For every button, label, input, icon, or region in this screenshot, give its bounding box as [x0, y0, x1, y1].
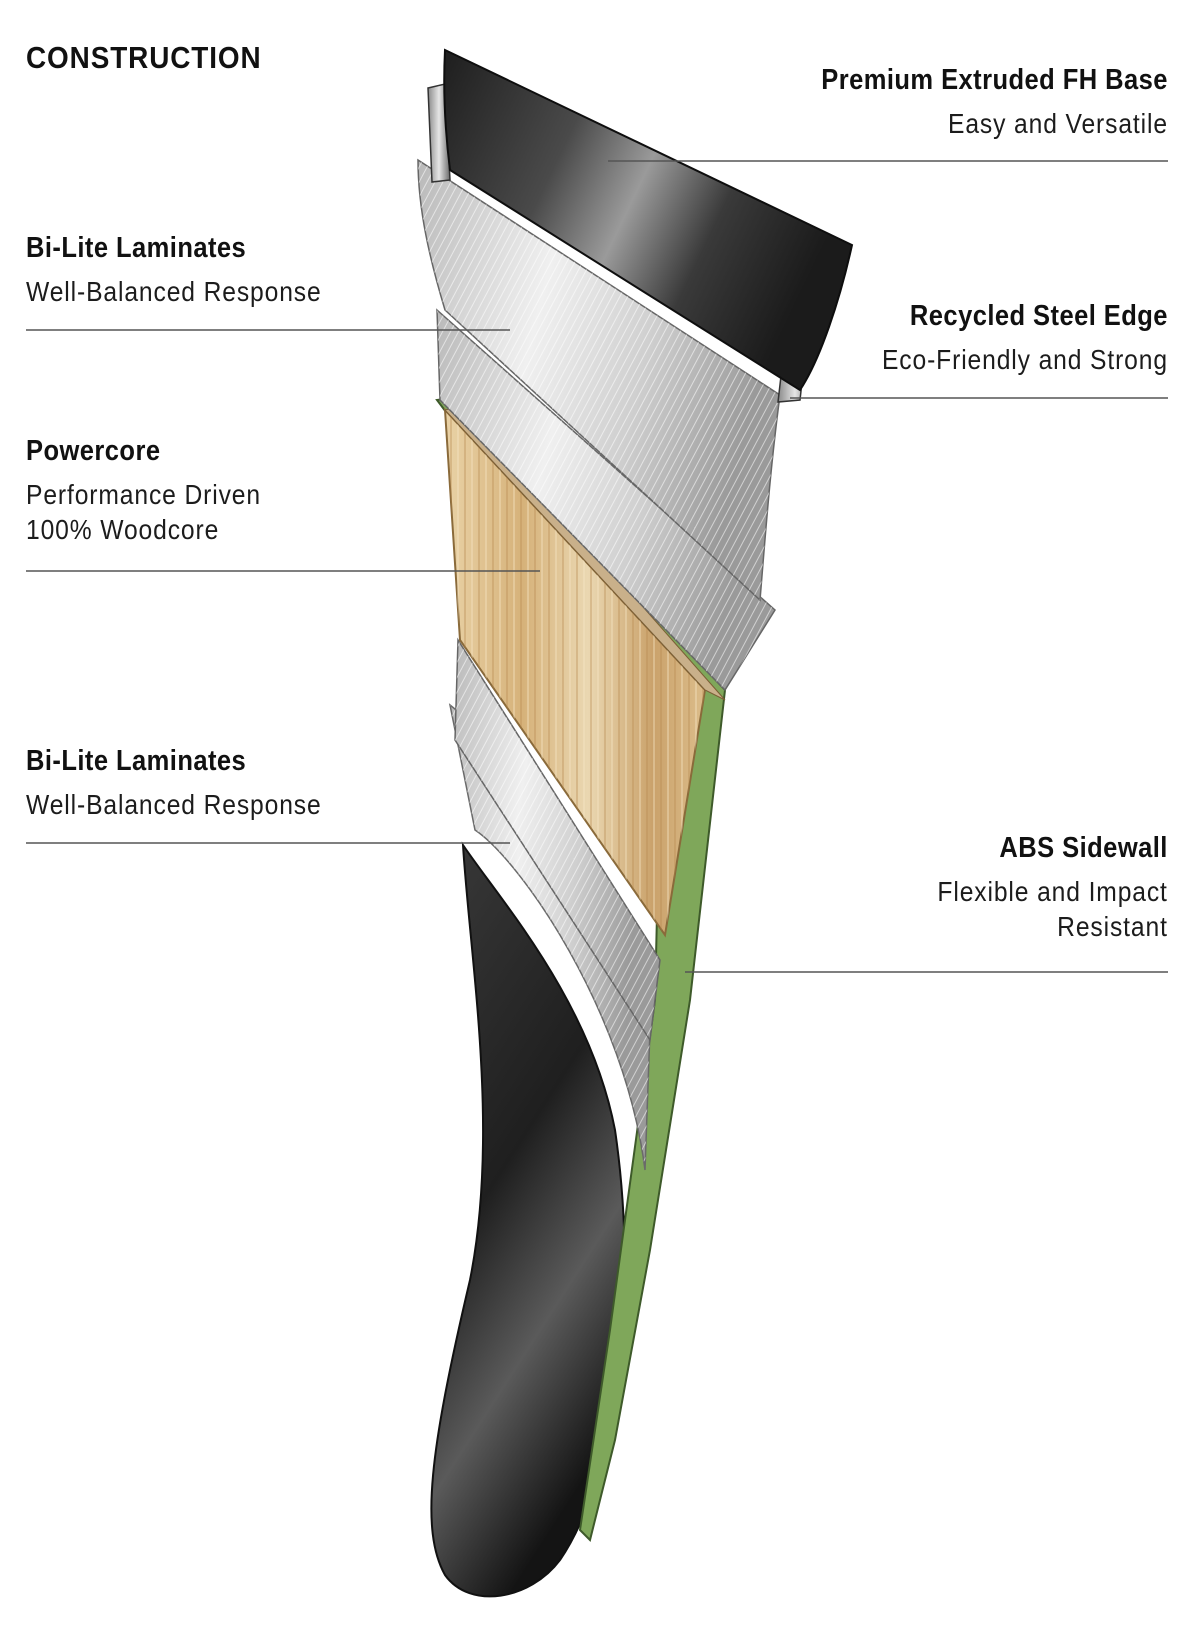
callout-steel-edge: Recycled Steel Edge Eco-Friendly and Str…: [882, 298, 1168, 377]
callout-powercore-line2: 100% Woodcore: [26, 514, 220, 546]
callout-laminates-top-title: Bi-Lite Laminates: [26, 232, 247, 264]
callout-laminates-bottom-title: Bi-Lite Laminates: [26, 745, 247, 777]
callout-sidewall-line1: Flexible and Impact: [937, 876, 1168, 908]
callout-laminates-bottom: Bi-Lite Laminates Well-Balanced Response: [26, 743, 322, 822]
callout-base-title: Premium Extruded FH Base: [821, 64, 1168, 96]
lower-laminate-sheet-stripes: [455, 640, 660, 1040]
callout-powercore-line1: Performance Driven: [26, 479, 261, 511]
callout-steel-edge-subtitle: Eco-Friendly and Strong: [882, 344, 1168, 376]
callout-steel-edge-title: Recycled Steel Edge: [909, 300, 1168, 332]
upper-laminate-stripes: [418, 160, 780, 600]
callout-laminates-bottom-subtitle: Well-Balanced Response: [26, 789, 322, 821]
top-sheet-layer: [430, 841, 626, 1598]
callout-base-subtitle: Easy and Versatile: [948, 108, 1168, 140]
wood-core-grain: [445, 410, 705, 935]
callout-sidewall-line2: Resistant: [1057, 911, 1168, 943]
lower-laminate-stripes: [450, 705, 650, 1170]
callout-sidewall-title: ABS Sidewall: [999, 832, 1168, 864]
callout-sidewall: ABS Sidewall Flexible and Impact Resista…: [938, 830, 1168, 944]
page-title: CONSTRUCTION: [26, 40, 262, 75]
callout-powercore: Powercore Performance Driven 100% Woodco…: [26, 433, 261, 547]
callout-laminates-top-subtitle: Well-Balanced Response: [26, 276, 322, 308]
callout-powercore-title: Powercore: [26, 435, 161, 467]
callout-base: Premium Extruded FH Base Easy and Versat…: [821, 62, 1168, 141]
callout-laminates-top: Bi-Lite Laminates Well-Balanced Response: [26, 230, 322, 309]
base-layer: [443, 48, 854, 392]
upper-laminate-lower-stripes: [437, 310, 775, 690]
